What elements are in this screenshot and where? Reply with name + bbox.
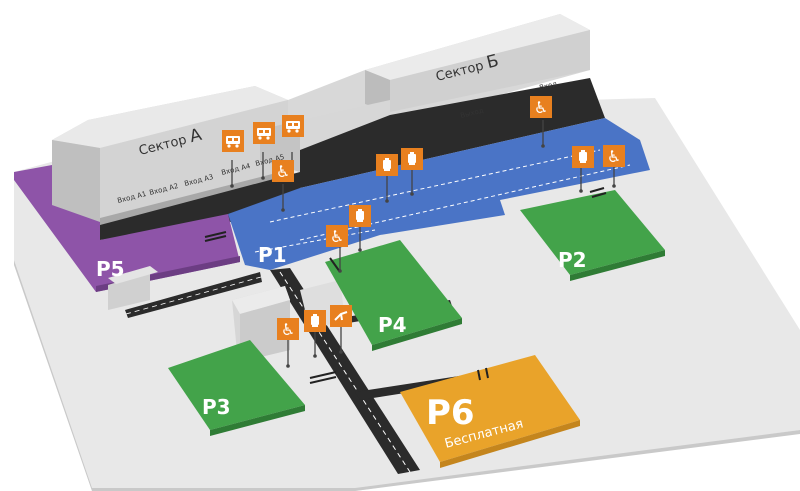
- p6-label: P6: [426, 393, 475, 433]
- shopping-trolley-icon: [356, 209, 364, 222]
- wheelchair-sign-4[interactable]: ♿: [326, 225, 348, 247]
- cart-sign[interactable]: [330, 305, 352, 327]
- wheelchair-sign-5[interactable]: ♿: [277, 318, 299, 340]
- trolley-sign-1[interactable]: [376, 154, 398, 176]
- wheelchair-icon: ♿: [534, 98, 548, 117]
- wheelchair-icon: ♿: [607, 147, 621, 166]
- p2-label: P2: [558, 248, 587, 272]
- parking-p3[interactable]: [168, 340, 305, 436]
- shopping-trolley-icon: [579, 150, 587, 163]
- shopping-trolley-icon: [383, 158, 391, 171]
- bus-sign-2[interactable]: [253, 122, 275, 144]
- p1-label: P1: [258, 243, 287, 267]
- bus-icon: [257, 128, 271, 140]
- cart-icon: [334, 311, 348, 321]
- trolley-sign-2[interactable]: [401, 148, 423, 170]
- shopping-trolley-icon: [408, 152, 416, 165]
- wheelchair-icon: ♿: [281, 320, 295, 339]
- shopping-trolley-icon: [311, 314, 319, 327]
- trolley-sign-4[interactable]: [349, 205, 371, 227]
- p4-label: P4: [378, 313, 407, 337]
- bus-icon: [286, 121, 300, 133]
- barrier-markers: [204, 187, 607, 384]
- wheelchair-icon: ♿: [276, 162, 290, 181]
- wheelchair-sign-1[interactable]: ♿: [272, 160, 294, 182]
- wheelchair-sign-3[interactable]: ♿: [603, 145, 625, 167]
- p3-label: P3: [202, 395, 231, 419]
- parking-p4[interactable]: [325, 240, 462, 351]
- bus-sign-3[interactable]: [282, 115, 304, 137]
- bus-sign-1[interactable]: [222, 130, 244, 152]
- trolley-sign-5[interactable]: [304, 310, 326, 332]
- wheelchair-icon: ♿: [330, 227, 344, 246]
- trolley-sign-3[interactable]: [572, 146, 594, 168]
- road-sector-a: [100, 172, 300, 240]
- parking-p6[interactable]: [400, 355, 580, 468]
- wheelchair-sign-2[interactable]: ♿: [530, 96, 552, 118]
- parking-p2[interactable]: [520, 190, 665, 281]
- p5-label: P5: [96, 257, 125, 281]
- bus-icon: [226, 136, 240, 148]
